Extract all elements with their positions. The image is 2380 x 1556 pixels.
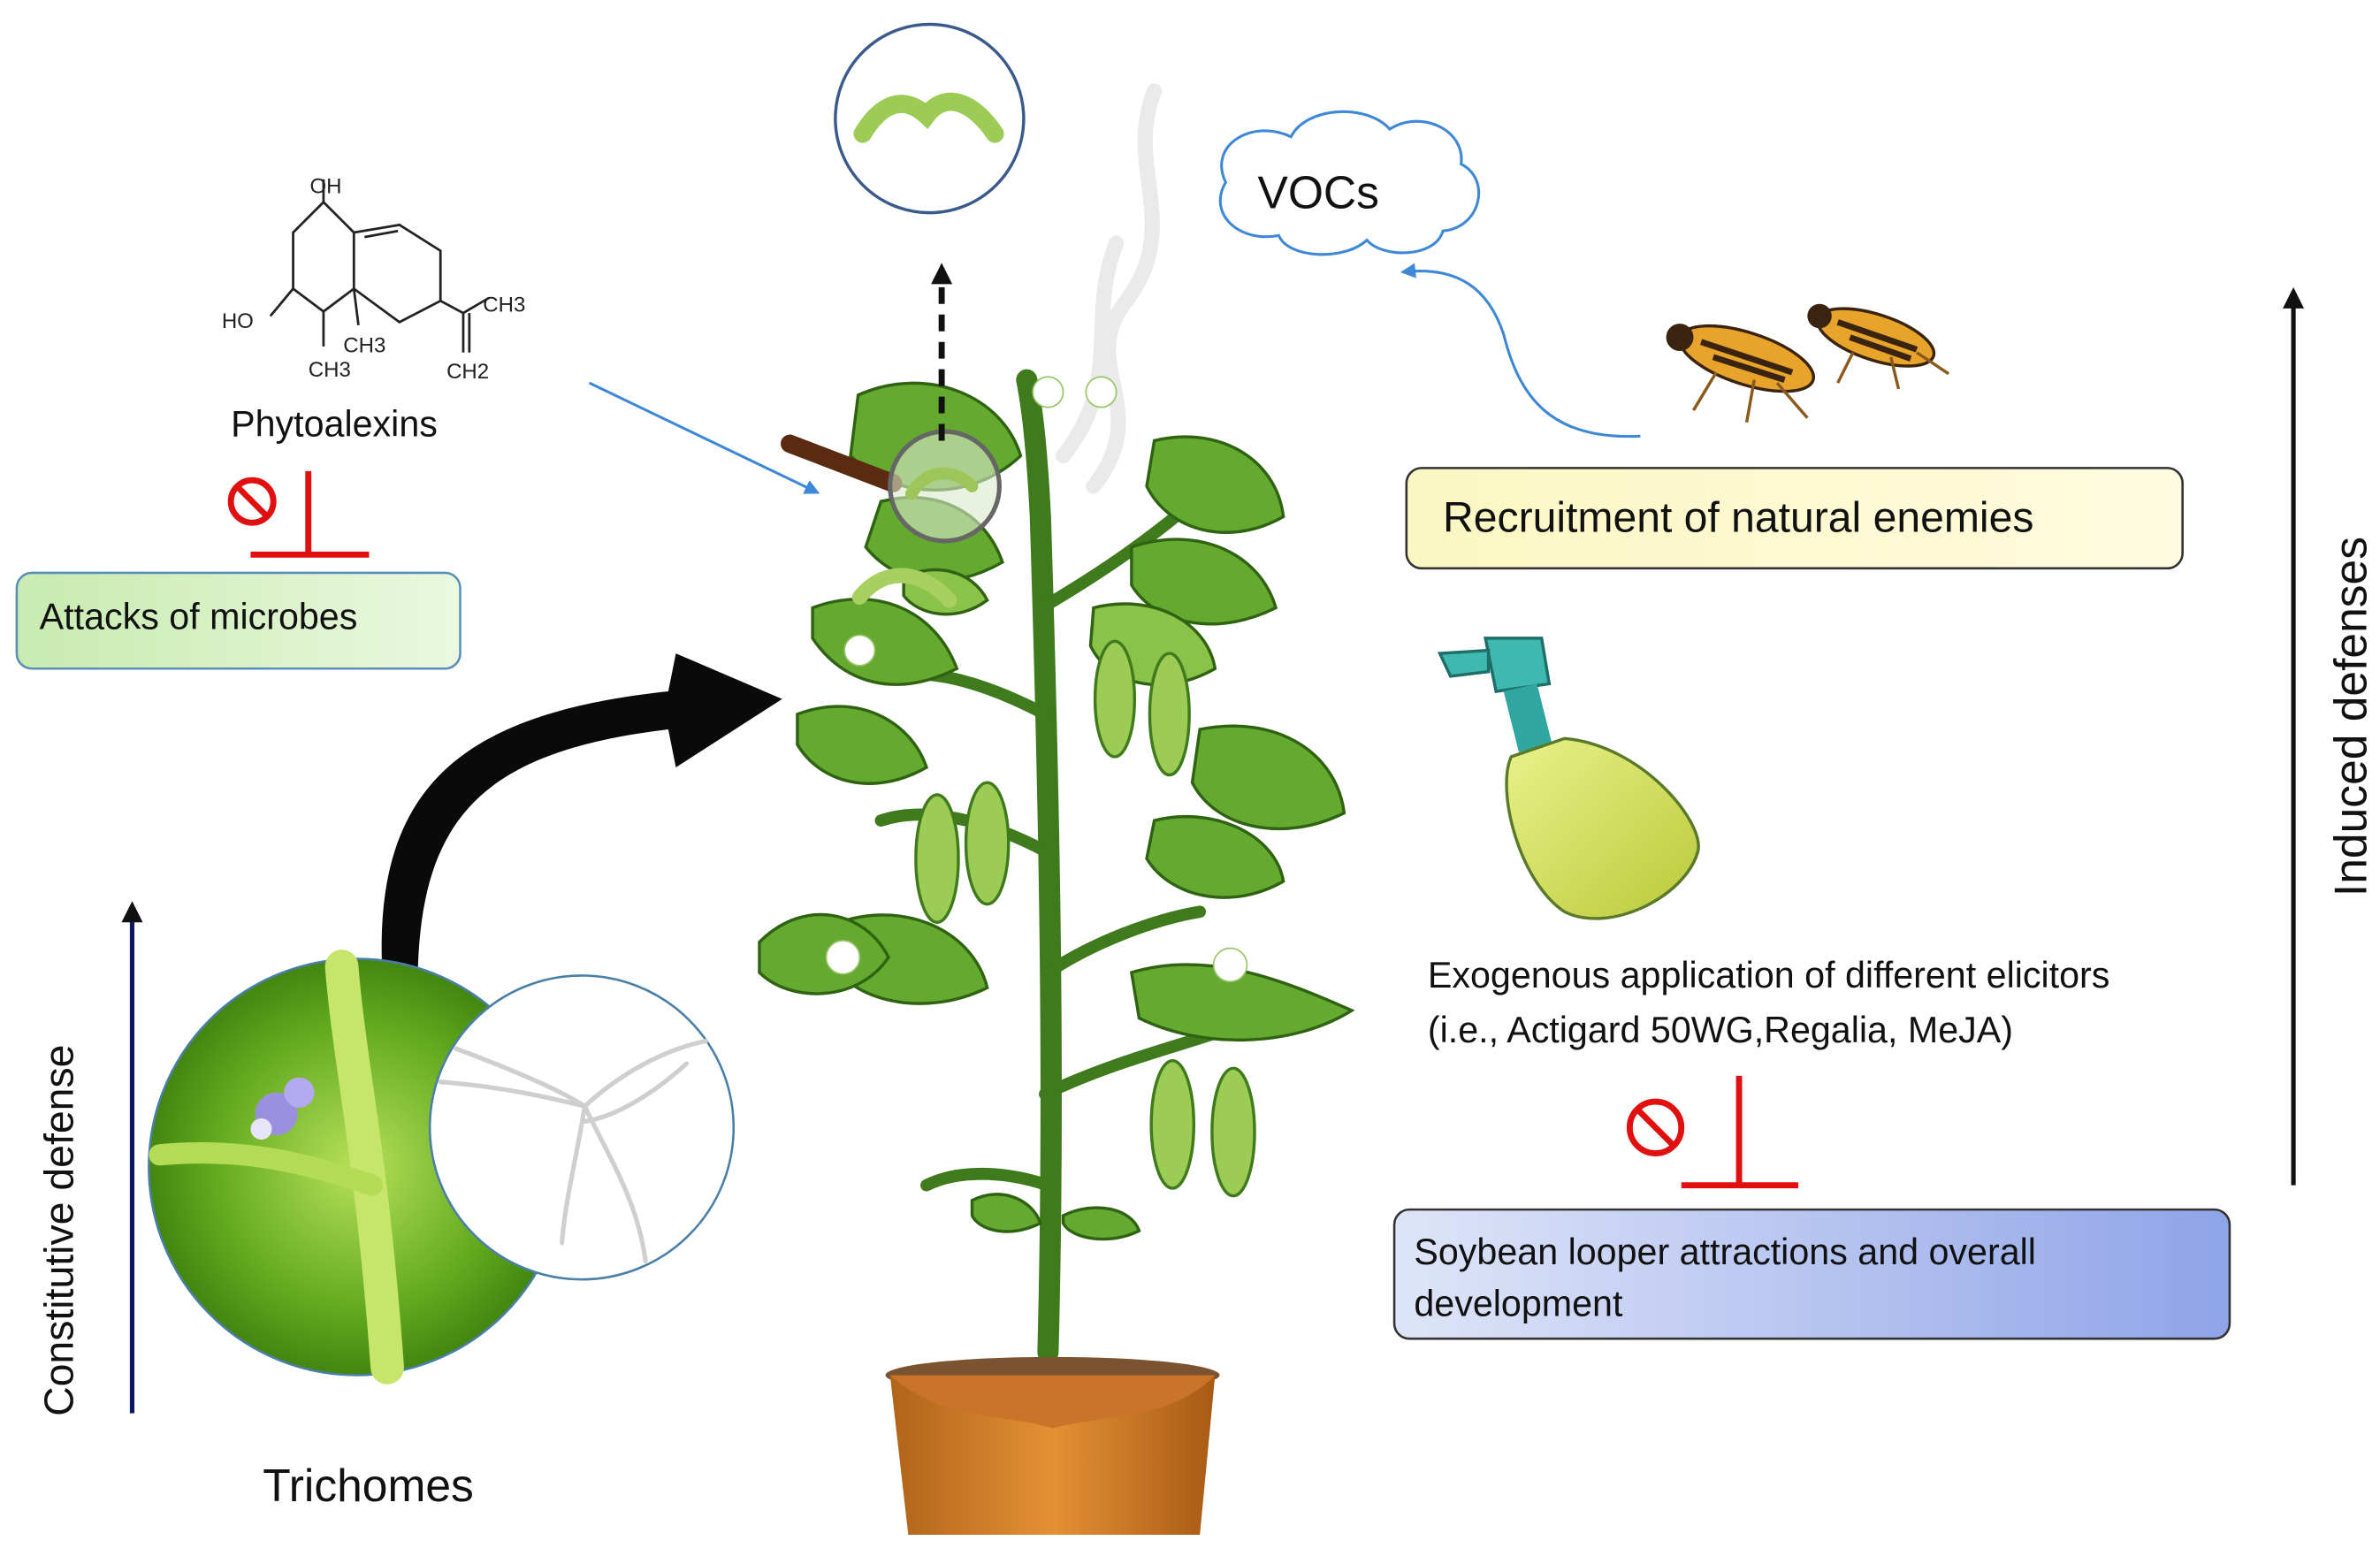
spray-bottle-icon <box>1437 637 1700 920</box>
ch2-label: CH2 <box>446 360 489 384</box>
ho-left-label: HO <box>222 309 254 333</box>
soybean-line2: development <box>1414 1283 1623 1323</box>
vocs-label: VOCs <box>1257 166 1378 217</box>
trichome-zoom-circle <box>428 974 736 1281</box>
ch3-right-label: CH3 <box>483 293 525 317</box>
elicitors-line1: Exogenous application of different elici… <box>1428 955 2110 995</box>
trichomes-label: Trichomes <box>263 1460 474 1511</box>
ch3-mid-label: CH3 <box>343 334 385 358</box>
inhibition-bar-icon <box>250 470 370 558</box>
inhibition-bar-icon-right <box>1681 1075 1799 1189</box>
attacks-microbes-label: Attacks of microbes <box>40 597 358 637</box>
phytoalexin-arrow <box>588 381 820 494</box>
vocs-cloud <box>1218 110 1481 256</box>
phytoalexins-label: Phytoalexins <box>231 403 438 444</box>
phytoalexin-structure <box>269 179 490 353</box>
recruitment-label: Recruitment of natural enemies <box>1443 494 2033 542</box>
molecule-labels: OH HO CH3 CH3 CH3 CH2 <box>222 174 526 384</box>
induced-defenses-label: Induced defenses <box>2325 537 2376 896</box>
soybean-box <box>1392 1208 2231 1340</box>
oh-top-label: OH <box>309 174 341 198</box>
elicitors-line2: (i.e., Actigard 50WG,Regalia, MeJA) <box>1428 1010 2013 1050</box>
constitutive-defense-label: Constitutive defense <box>35 1045 81 1416</box>
beetle-to-voc-arrow <box>1400 263 1641 439</box>
attacks-microbes-box <box>15 571 462 670</box>
leaf-caterpillar <box>851 568 957 608</box>
prohibition-icon-right <box>1626 1098 1685 1156</box>
ch3-bottom-label: CH3 <box>309 358 351 382</box>
soybean-line1: Soybean looper attractions and overall <box>1414 1232 2036 1272</box>
smoke-wisps <box>1055 83 1163 494</box>
caterpillar-icon <box>834 22 1026 215</box>
pot <box>885 1356 1220 1535</box>
soybean-plant <box>758 83 1355 1535</box>
recruitment-box <box>1405 467 2184 570</box>
trichome-to-plant-arrow <box>381 653 782 1000</box>
prohibition-icon <box>227 477 277 526</box>
beetle-icon <box>1666 303 1950 423</box>
